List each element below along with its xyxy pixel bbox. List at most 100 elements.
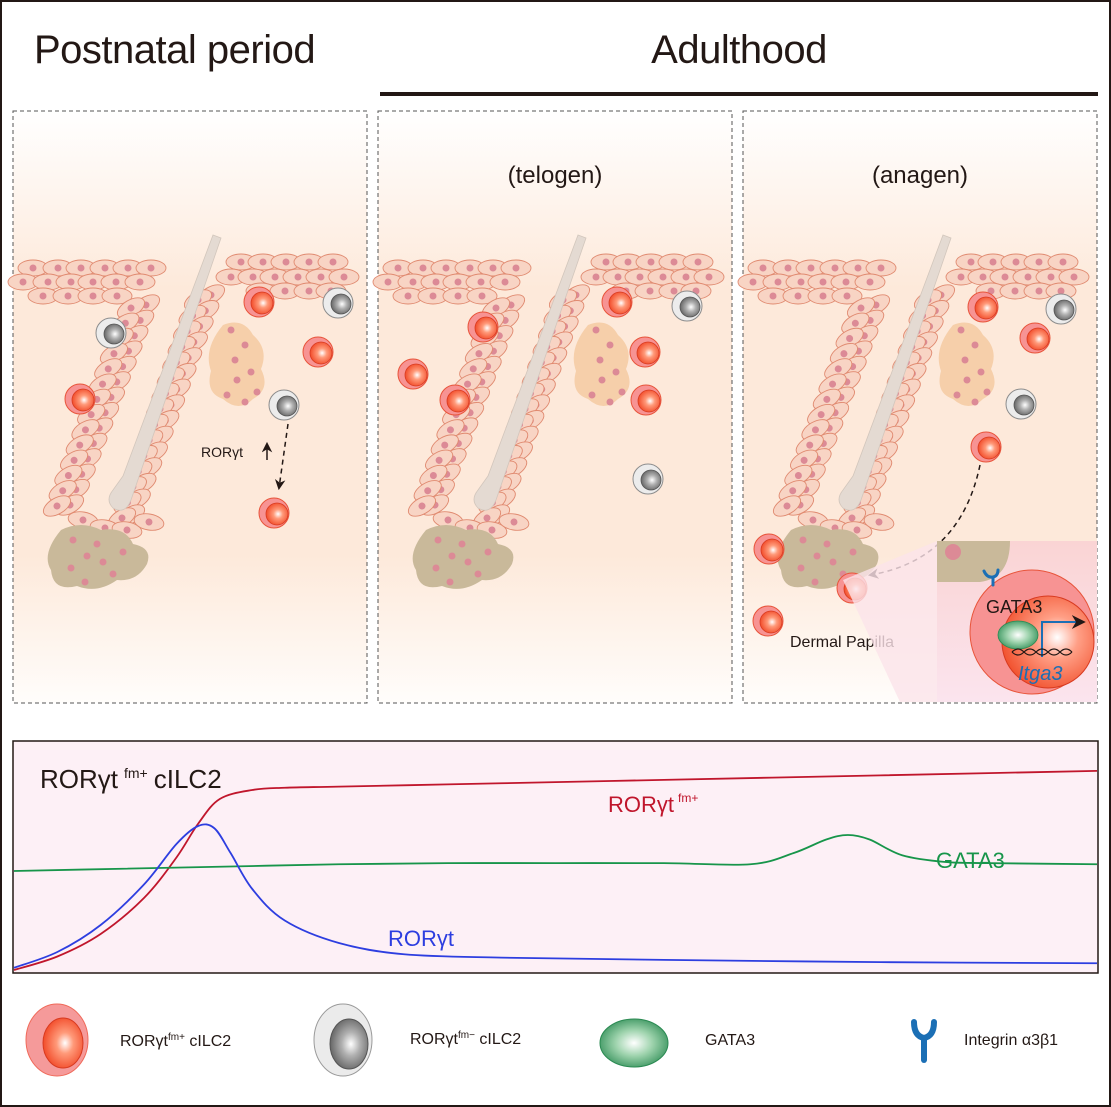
sebaceous-gland: [208, 322, 265, 406]
legend-integrin-label: Integrin α3β1: [964, 1032, 1059, 1049]
ror-pos-cilc2-cell: [64, 383, 96, 415]
epithelial-cell: [77, 273, 109, 291]
epithelial-cell: [71, 419, 100, 441]
epithelial-cell: [835, 327, 864, 350]
ror-neg-cilc2-cell: [632, 463, 664, 495]
panel-border: [12, 110, 368, 704]
epithelial-cell: [466, 287, 498, 305]
epithelial-cell: [498, 513, 530, 531]
epithelial-cell: [1047, 253, 1079, 271]
ror-pos-cilc2-cell: [752, 605, 784, 637]
epithelial-cell: [977, 253, 1009, 271]
epithelial-cell: [778, 480, 807, 502]
epithelial-cell: [1058, 268, 1090, 286]
sebaceous-gland: [573, 322, 630, 406]
epithelial-cell: [112, 259, 144, 277]
dna-strand: [1011, 648, 1073, 656]
epithelial-cell: [42, 495, 72, 517]
epithelial-cell: [590, 253, 622, 271]
series-line-gata3: [13, 834, 1098, 872]
epithelial-cell: [1012, 268, 1044, 286]
ror-pos-cilc2-cell: [970, 431, 1002, 463]
epithelial-cell: [116, 297, 146, 319]
epithelial-cell: [670, 268, 702, 286]
legend-gata3-label: GATA3: [705, 1032, 756, 1049]
ror-neg-cilc2-cell: [1045, 293, 1077, 325]
epithelial-cell: [328, 268, 360, 286]
epithelial-cell: [831, 287, 863, 305]
epithelial-cell: [101, 287, 133, 305]
epithelial-cell: [425, 449, 454, 471]
epithelial-cell: [624, 268, 656, 286]
hair-shaft: [838, 234, 952, 511]
legend-ror-pos-label: RORγtfm+ cILC2: [120, 1032, 232, 1050]
epithelial-cell: [48, 480, 77, 502]
epithelial-cell: [413, 480, 442, 502]
dermal-papilla-label: Dermal Papilla: [790, 634, 894, 651]
epithelial-cell: [269, 282, 301, 300]
legend-ror-neg-icon: [313, 1003, 373, 1077]
epithelial-cell: [419, 464, 448, 487]
epithelial-cell: [489, 273, 521, 291]
sebaceous-gland: [938, 322, 995, 406]
epithelial-cell: [407, 259, 439, 277]
epithelial-cell: [407, 495, 437, 517]
ror-pos-cilc2-cell: [1019, 322, 1051, 354]
epithelial-cell: [819, 259, 851, 277]
epithelial-cell: [293, 253, 325, 271]
epithelial-cell: [77, 287, 109, 305]
epithelial-cell: [89, 259, 121, 277]
legend-integrin-icon: [911, 1019, 937, 1063]
ror-pos-cilc2-cell: [629, 336, 661, 368]
migration-arrow: [274, 423, 289, 491]
series-label-gata3: GATA3: [936, 848, 1005, 873]
ror-pos-cilc2-cell: [397, 358, 429, 390]
epithelial-cell: [459, 358, 488, 380]
epithelial-cell: [747, 259, 779, 277]
series-label-rorgt: RORγt: [388, 926, 454, 951]
ror-neg-cilc2-cell: [95, 317, 127, 349]
legend-ror-pos-icon: [25, 1003, 89, 1077]
zoom-cone: [843, 541, 937, 702]
epithelial-cell: [293, 282, 325, 300]
ror-pos-cilc2-cell: [439, 384, 471, 416]
panel-subtitle: (anagen): [872, 162, 968, 189]
panel-postnatal: RORγt: [7, 110, 368, 704]
epithelial-cell: [42, 259, 74, 277]
series-line-rorgt-fm: [13, 769, 1098, 971]
epithelial-cell: [647, 268, 679, 286]
header-adulthood: Adulthood: [651, 28, 827, 72]
legend-gata3-icon: [599, 1018, 669, 1068]
epithelial-cell: [693, 268, 725, 286]
ror-pos-cilc2-cell: [467, 311, 499, 343]
ror-pos-cilc2-cell: [302, 336, 334, 368]
epithelial-cell: [65, 259, 97, 277]
epithelial-cell: [812, 388, 841, 411]
legend-ror-neg-label: RORγtfm− cILC2: [410, 1030, 522, 1048]
ror-neg-cilc2-cell: [1005, 388, 1037, 420]
epithelial-cell: [500, 259, 532, 277]
epithelial-cell: [442, 273, 474, 291]
header-postnatal-period: Postnatal period: [34, 28, 316, 72]
epithelial-cell: [863, 513, 895, 531]
ror-pos-cilc2-cell: [258, 497, 290, 529]
epithelial-cell: [846, 297, 876, 319]
epithelial-cell: [225, 253, 257, 271]
ror-pos-cilc2-cell: [243, 286, 275, 318]
epithelial-cell: [842, 259, 874, 277]
ror-pos-cilc2-cell: [630, 384, 662, 416]
rorgt-annotation: RORγt: [201, 444, 243, 460]
epithelial-cell: [464, 343, 493, 365]
epithelial-cell: [32, 273, 64, 291]
ror-pos-cilc2-cell: [753, 533, 785, 565]
epithelial-cell: [999, 282, 1031, 300]
dermal-papilla: [412, 525, 514, 589]
inset-itga3-label: Itga3: [1018, 663, 1062, 685]
ror-neg-cilc2-cell: [322, 287, 354, 319]
epithelial-cell: [658, 253, 690, 271]
